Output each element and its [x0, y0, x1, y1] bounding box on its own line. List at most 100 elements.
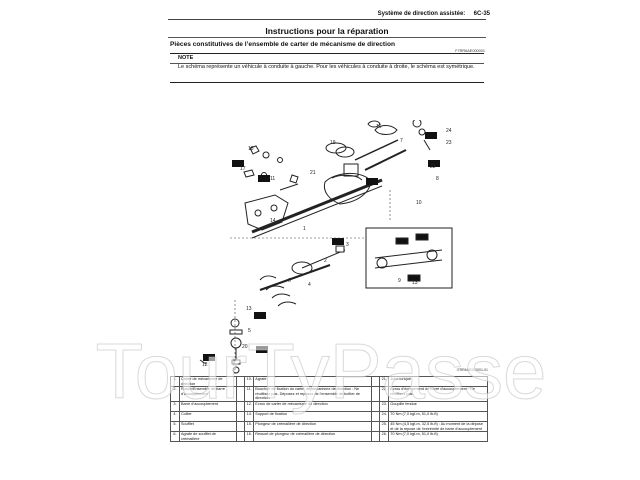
svg-text:16: 16	[376, 124, 382, 130]
legend-symbol	[236, 375, 246, 388]
legend-symbol	[236, 410, 246, 422]
legend-number: 6.	[170, 431, 180, 443]
legend-number: 22.	[379, 386, 390, 402]
svg-text:18: 18	[248, 146, 254, 152]
svg-text:13: 13	[412, 280, 418, 286]
legend-label: Agrafe de soufflet de crémaillère	[178, 431, 238, 443]
svg-text:5: 5	[248, 328, 251, 334]
svg-text:22: 22	[430, 164, 436, 170]
dashed-leader-lines	[230, 190, 391, 375]
svg-text:10: 10	[416, 200, 422, 206]
legend-number: 3.	[170, 400, 180, 412]
reference-code: F7RR6AE000001	[455, 49, 485, 53]
legend-row: 5.Soufflet 15.Plongeur de crémaillère de …	[170, 420, 488, 433]
legend-number: 23.	[379, 400, 390, 412]
legend-label: Rotule/Ensemble de barre d’accouplement	[178, 386, 238, 402]
svg-text:9: 9	[398, 278, 401, 284]
svg-text:6: 6	[288, 278, 291, 284]
legend-number: 5.	[170, 420, 180, 433]
legend-label: 70 Nm (7,0 kgf-m, 51,0 lb-ft)	[388, 431, 488, 443]
legend-number: 4.	[170, 410, 180, 422]
legend-label: Ecrou de carter de mécanisme de directio…	[253, 400, 373, 412]
legend-number: 21.	[379, 375, 390, 388]
legend-label: Soufflet	[178, 420, 238, 433]
legend-label: Agrafe	[253, 375, 373, 388]
legend-number: 11.	[244, 386, 255, 402]
svg-text:19: 19	[330, 140, 336, 146]
legend-label: Ressort de plongeur de crémaillère de di…	[253, 431, 373, 443]
legend-symbol	[371, 431, 381, 443]
legend-label: 45 Nm (4,5 kgf-m, 32,5 lb-ft) : Au momen…	[388, 420, 488, 433]
legend-label: 70 Nm (7,0 kgf-m, 51,0 lb-ft)	[388, 410, 488, 422]
svg-text:13: 13	[246, 306, 252, 312]
svg-text:7: 7	[400, 138, 403, 144]
svg-text:12: 12	[202, 362, 208, 368]
legend-number: 26.	[379, 431, 390, 443]
legend-label: Goupille fendue	[388, 400, 488, 412]
page-number: 6C-35	[473, 11, 490, 17]
tie-rod-and-boot	[259, 245, 346, 307]
steering-rack-housing	[251, 139, 407, 239]
legend-number: 1.	[170, 375, 180, 388]
legend-label: Collier	[178, 410, 238, 422]
exploded-diagram: 18 19 15 16 7 17 11 21 14 1 10 6 4 2 3 1…	[160, 120, 490, 375]
legend-symbol	[371, 375, 381, 388]
legend-symbol	[236, 400, 246, 412]
page-title: Instructions pour la réparation	[265, 26, 389, 36]
detail-inset-box	[365, 227, 453, 289]
legend-label: Joint torique	[388, 375, 488, 388]
legend-number: 16.	[244, 431, 255, 443]
legend-row: 3.Barre d’accouplement 12.Ecrou de carter…	[170, 400, 488, 412]
note-rule	[170, 63, 484, 64]
callout-numbers: 18 19 15 16 7 17 11 21 14 1 10 6 4 2 3 1…	[202, 124, 452, 368]
legend-label: Ecrou d’écrasement de barre d’accoupleme…	[388, 386, 488, 402]
running-header: Système de direction assistée: 6C-35	[378, 11, 490, 17]
svg-text:24: 24	[446, 128, 452, 134]
mounting-bracket-left	[244, 174, 299, 231]
pinion-boot-assembly	[367, 120, 431, 151]
torque-boxes	[203, 132, 440, 361]
title-rule	[168, 37, 486, 38]
legend-label: Plongeur de crémaillère de direction	[253, 420, 373, 433]
legend-number: 12.	[244, 400, 255, 412]
svg-text:3: 3	[346, 242, 349, 248]
legend-label: Barre d’accouplement	[178, 400, 238, 412]
diagram-reference-code: I7RR6AE000001-01	[456, 368, 488, 372]
legend-row: 4.Collier 14.Support de fixation 24.70 Nm …	[170, 410, 488, 422]
svg-text:14: 14	[270, 218, 276, 224]
section-title: Système de direction assistée:	[377, 11, 466, 17]
svg-text:8: 8	[436, 176, 439, 182]
legend-number: 24.	[379, 410, 390, 422]
legend-label: Bouchon de fixation du carter de mécanis…	[253, 386, 373, 402]
note-title: NOTE	[178, 55, 194, 61]
note-box: NOTE Le schéma représente un véhicule à …	[170, 53, 484, 83]
svg-text:21: 21	[310, 170, 316, 176]
svg-text:2: 2	[324, 258, 327, 264]
legend-label: Carter de mécanisme de direction	[178, 375, 238, 388]
svg-text:17: 17	[240, 166, 246, 172]
header-rule	[168, 19, 486, 20]
legend-row: 6.Agrafe de soufflet de crémaillère 16.Re…	[170, 431, 488, 443]
legend-number: 25.	[379, 420, 390, 433]
svg-text:1: 1	[303, 226, 306, 232]
ball-joint-stack	[199, 318, 243, 374]
svg-text:4: 4	[308, 282, 311, 288]
legend-number: 15.	[244, 420, 255, 433]
legend-row: 2.Rotule/Ensemble de barre d’accouplemen…	[170, 386, 488, 402]
legend-symbol	[371, 400, 381, 412]
legend-number: 14.	[244, 410, 255, 422]
legend-symbol	[236, 420, 246, 433]
legend-number: 2.	[170, 386, 180, 402]
legend-row: 1.Carter de mécanisme de direction 10.Agr…	[170, 375, 488, 388]
legend-symbol	[371, 420, 381, 433]
steering-gear-exploded-view: 18 19 15 16 7 17 11 21 14 1 10 6 4 2 3 1…	[199, 120, 453, 375]
section-subtitle: Pièces constitutives de l’ensemble de ca…	[170, 41, 396, 48]
legend-number: 10.	[244, 375, 255, 388]
svg-text:20: 20	[242, 344, 248, 350]
legend-label: Support de fixation	[253, 410, 373, 422]
legend-symbol	[371, 386, 381, 402]
legend-symbol	[236, 386, 246, 402]
note-text: Le schéma représente un véhicule à condu…	[178, 64, 475, 70]
